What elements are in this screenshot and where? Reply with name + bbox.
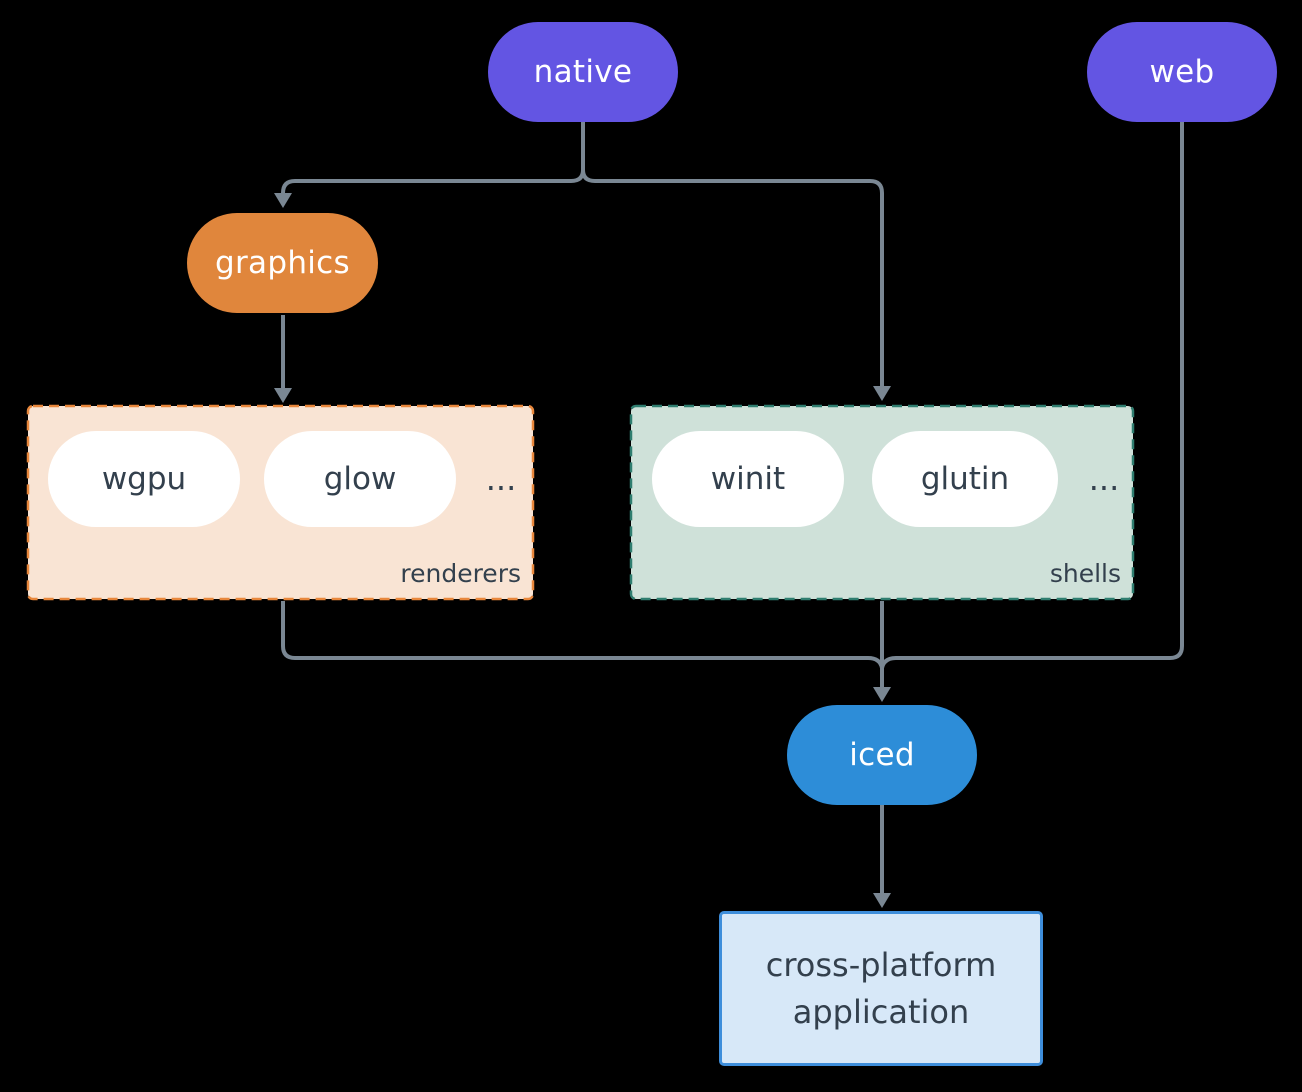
connector-web-to-merge [880, 122, 1184, 669]
connector-native-to-graphics [281, 122, 585, 194]
application-label-line1: cross-platform [765, 945, 997, 984]
node-native-label: native [533, 54, 633, 90]
renderers-group-label: renderers [400, 559, 521, 588]
node-iced-label: iced [849, 737, 915, 773]
connector-native-to-shells [581, 169, 884, 386]
arrowhead-iced [873, 687, 891, 702]
node-glutin: glutin [872, 431, 1058, 527]
node-winit: winit [652, 431, 844, 527]
node-glutin-label: glutin [920, 461, 1010, 497]
node-winit-label: winit [710, 461, 786, 497]
shells-group: winit glutin ... shells [630, 405, 1134, 600]
arrowhead-graphics [274, 193, 292, 208]
node-glow-label: glow [323, 461, 397, 497]
node-native: native [488, 22, 678, 122]
node-iced: iced [787, 705, 977, 805]
node-graphics: graphics [187, 213, 378, 313]
arrowhead-shells [873, 386, 891, 401]
node-graphics-label: graphics [215, 245, 350, 281]
node-web-label: web [1149, 54, 1215, 90]
node-glow: glow [264, 431, 456, 527]
renderers-group: wgpu glow ... renderers [27, 405, 534, 600]
renderers-ellipsis: ... [485, 460, 517, 498]
node-wgpu: wgpu [48, 431, 240, 527]
connector-renderers-to-merge [281, 601, 884, 669]
shells-group-label: shells [1049, 559, 1121, 588]
node-wgpu-label: wgpu [101, 461, 187, 497]
shells-ellipsis: ... [1088, 460, 1120, 498]
node-application: cross-platform application [719, 911, 1043, 1066]
arrowhead-renderers [274, 388, 292, 403]
application-label-line2: application [792, 992, 970, 1031]
arrowhead-application [873, 893, 891, 908]
node-web: web [1087, 22, 1277, 122]
